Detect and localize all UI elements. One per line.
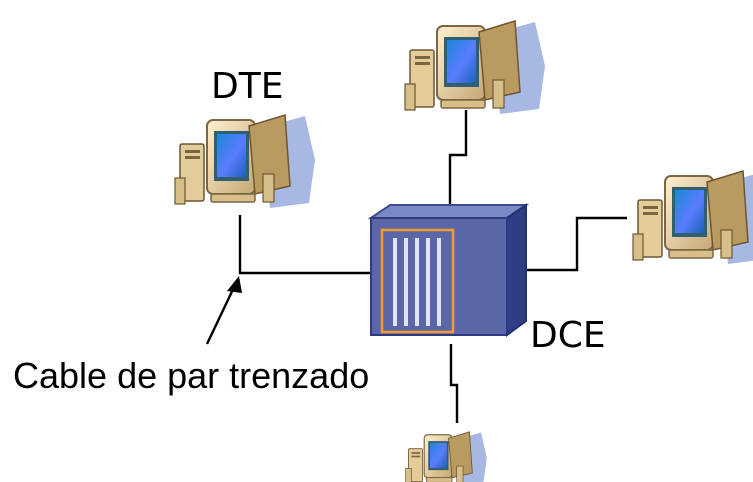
cable-label: Cable de par trenzado (13, 355, 369, 396)
dte-computer-icon (174, 114, 316, 209)
right-computer-icon (632, 170, 753, 265)
cable-to-dte (238, 215, 371, 275)
switch-port-bar (415, 238, 419, 326)
switch-port-bar (404, 238, 408, 326)
switch-top-face (367, 204, 530, 219)
switch-port-bar (426, 238, 430, 326)
bottom-computer-icon (405, 431, 488, 482)
dce-label: DCE (530, 315, 606, 356)
switch-port-bar (393, 238, 397, 326)
dce-switch (367, 203, 530, 337)
cable-lines (205, 110, 627, 423)
switch-port-bars (393, 238, 441, 326)
top-computer-icon (404, 20, 546, 115)
switch-side-face (506, 203, 527, 337)
cable-to-top-computer (448, 110, 468, 205)
arrowhead (227, 276, 242, 293)
cable-pointer-arrow (205, 282, 238, 345)
cable-to-bottom-computer (449, 344, 459, 423)
cable-to-right-computer (526, 216, 627, 272)
switch-panel (380, 228, 455, 334)
switch-port-bar (437, 238, 441, 326)
dte-label: DTE (211, 66, 283, 107)
